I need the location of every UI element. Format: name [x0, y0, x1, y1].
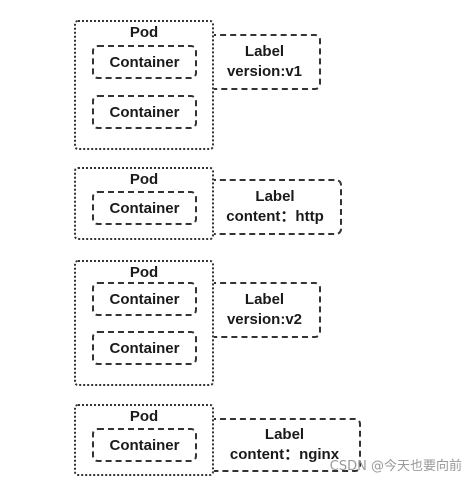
- label-title: Label: [255, 188, 295, 205]
- label-title: Label: [264, 426, 305, 443]
- label-box-4: Label content：nginx: [210, 418, 361, 472]
- label-value: version:v2: [226, 311, 303, 328]
- pod-2: Pod Container: [74, 167, 214, 240]
- label-box-3: Label version:v2: [210, 282, 321, 338]
- container-box: Container: [92, 45, 197, 79]
- container-box: Container: [92, 95, 197, 129]
- pod-title: Pod: [129, 171, 159, 188]
- label-title: Label: [244, 291, 285, 308]
- pod-4: Pod Container: [74, 404, 214, 476]
- pod-title: Pod: [129, 24, 159, 41]
- label-box-2: Label content：http: [210, 179, 342, 235]
- label-value: version:v1: [226, 63, 303, 80]
- container-box: Container: [92, 428, 197, 462]
- label-value: content：nginx: [229, 446, 340, 463]
- pod-title: Pod: [129, 264, 159, 281]
- container-box: Container: [92, 331, 197, 365]
- label-title: Label: [244, 43, 285, 60]
- container-box: Container: [92, 191, 197, 225]
- pod-1: Pod Container Container: [74, 20, 214, 150]
- label-box-1: Label version:v1: [210, 34, 321, 90]
- container-box: Container: [92, 282, 197, 316]
- watermark: CSDN @今天也要向前: [329, 459, 462, 474]
- pod-3: Pod Container Container: [74, 260, 214, 386]
- label-value: content：http: [226, 208, 324, 225]
- pod-title: Pod: [129, 408, 159, 425]
